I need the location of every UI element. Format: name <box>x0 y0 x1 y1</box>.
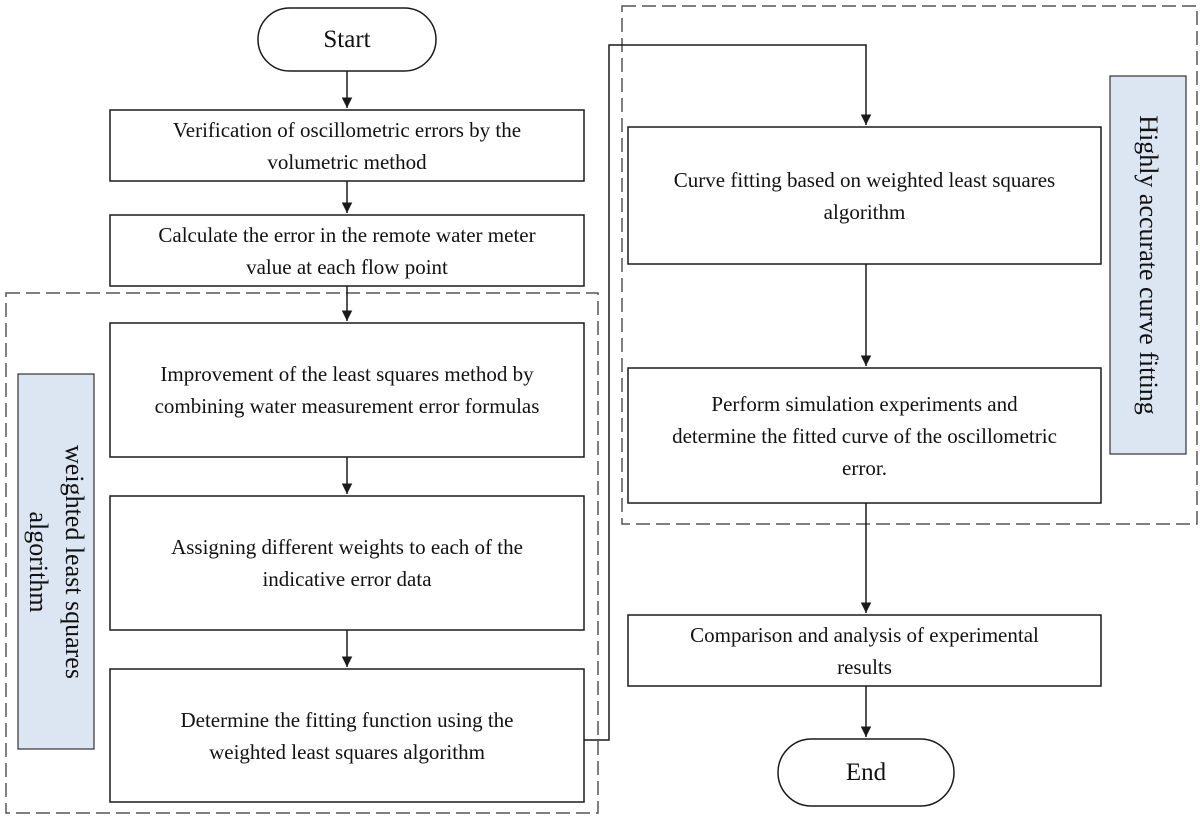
curve-fitting-label-box <box>1109 75 1187 455</box>
improvement-step <box>109 322 585 458</box>
comparison-step <box>627 614 1102 687</box>
curve-fitting-step <box>627 126 1102 265</box>
weighted-least-squares-group <box>5 292 599 814</box>
determine-fitting-function-step <box>109 668 585 803</box>
weighted-least-squares-label-box <box>17 373 95 750</box>
arrow-determine-to-curve-fitting <box>584 44 872 741</box>
simulation-step <box>627 367 1102 504</box>
verification-step <box>109 109 585 182</box>
start-terminal <box>257 7 437 72</box>
calculate-error-step <box>109 214 585 287</box>
curve-fitting-group <box>621 5 1198 525</box>
assigning-weights-step <box>109 495 585 631</box>
end-terminal <box>777 738 955 807</box>
